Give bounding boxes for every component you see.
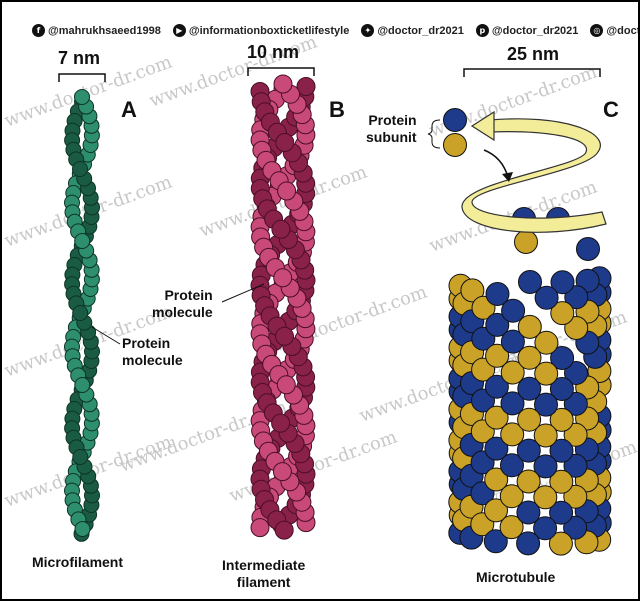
protein-molecule-bead [272,414,290,432]
panel-letter-c: C [603,97,619,123]
tubulin-subunit [577,238,600,261]
protein-molecule-bead [251,519,269,537]
intermediate-filament-strand [251,75,315,539]
protein-molecule-bead [272,220,290,238]
protein-subunit-gold [444,134,467,157]
protein-molecule-bead [73,306,88,321]
caption-microfilament: Microfilament [32,554,123,571]
protein-molecule-bead [276,134,294,152]
protein-molecule-bead [276,327,294,345]
protein-molecule-bead [274,269,292,287]
protein-molecule-bead [73,450,88,465]
caption-microtubule: Microtubule [476,569,555,586]
tubulin-subunit [518,315,541,338]
width-label-c: 25 nm [507,44,559,65]
protein-molecule-bead [275,521,293,539]
protein-subunit-blue [444,109,467,132]
caption-intermediate-filament: Intermediate filament [222,557,305,591]
tubulin-subunit [517,532,540,555]
tubulin-subunit [518,408,541,431]
tubulin-subunit [517,501,540,524]
protein-molecule-bead [274,75,292,93]
width-label-a: 7 nm [58,48,100,69]
label-protein-subunit: Protein subunit [366,112,417,146]
label-protein-molecule-b: Protein molecule [152,287,213,321]
microfilament-strand [65,90,100,542]
protein-molecule-bead [273,463,291,481]
tubulin-subunit [518,346,541,369]
protein-molecule-bead [75,90,90,105]
panel-letter-a: A [121,97,137,123]
panel-letter-b: B [329,97,345,123]
assembly-arrow [484,150,508,177]
tubulin-subunit [517,470,540,493]
protein-molecule-bead [75,522,90,537]
protein-molecule-bead [75,378,90,393]
protein-molecule-bead [75,234,90,249]
label-protein-molecule-a: Protein molecule [122,335,183,369]
tubulin-subunit [518,377,541,400]
width-label-b: 10 nm [247,42,299,63]
protein-molecule-bead [73,162,88,177]
tubulin-subunit [517,439,540,462]
tubulin-subunit [519,271,542,294]
protein-molecule-bead [278,182,296,200]
tubulin-subunit [515,231,538,254]
protein-molecule-bead [277,376,295,394]
